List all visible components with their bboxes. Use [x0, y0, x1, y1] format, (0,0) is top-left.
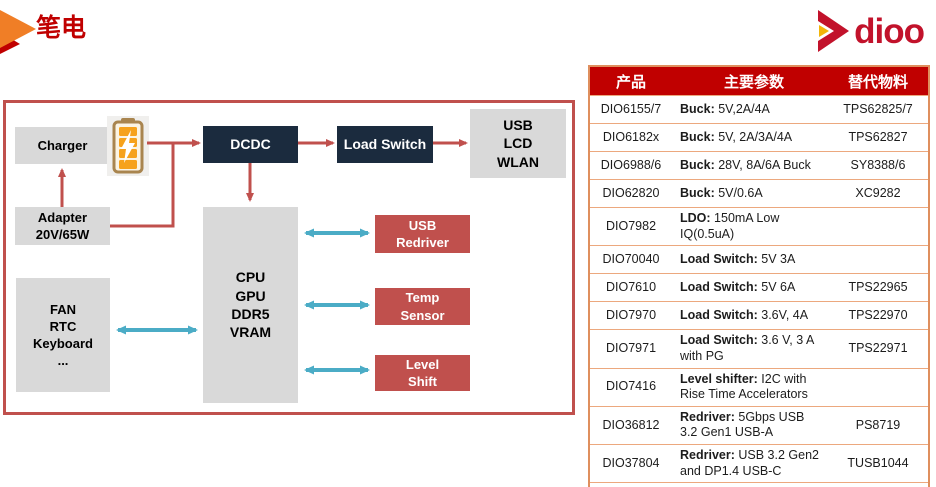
product-cell: DIO7610 [589, 273, 672, 302]
alt-part-cell: XC9282 [828, 179, 929, 208]
param-cell: LDO: 150mA Low IQ(0.5uA) [672, 206, 828, 246]
cpu-block: CPU GPU DDR5 VRAM [203, 207, 298, 403]
alt-part-cell: TPS22965 [828, 273, 929, 302]
col-header-alternative: 替代物料 [828, 66, 929, 96]
title-bullet-arrow-icon [0, 10, 36, 54]
param-cell: Load Switch: 5V 3A [672, 245, 828, 274]
product-cell: DIO7416 [589, 367, 672, 407]
param-cell: Level shifter: I2C with Rise Time Accele… [672, 367, 828, 407]
param-cell: Buck: 5V, 2A/3A/4A [672, 123, 828, 152]
product-cell: DIO6182x [589, 123, 672, 152]
level-shift-block: Level Shift [375, 355, 470, 391]
laptop-power-diagram-frame [3, 100, 575, 415]
temp-sensor-block: Temp Sensor [375, 288, 470, 325]
dioo-logo: dioo [816, 8, 925, 54]
param-cell: Load Switch: 3.6 V, 3 A with PG [672, 329, 828, 368]
col-header-params: 主要参数 [672, 66, 828, 96]
product-cell: DIO70040 [589, 245, 672, 274]
dioo-logo-chevron-icon [818, 10, 850, 52]
param-cell: Buck: 5V,2A/4A [672, 95, 828, 124]
usb-lcd-wlan-block: USB LCD WLAN [470, 109, 566, 178]
alt-part-cell: SY8388/6 [828, 151, 929, 180]
usb-redriver-block: USB Redriver [375, 215, 470, 253]
alt-part-cell: EMC1413 NCT7718W [828, 482, 929, 487]
alt-part-cell [828, 245, 929, 274]
alt-part-cell: PS8719 [828, 405, 929, 445]
product-cell: DIO7982 [589, 206, 672, 246]
product-cell: DIO62820 [589, 179, 672, 208]
product-cell: DIO7971 [589, 329, 672, 368]
table-row: DIO1413Temperature Sensor:EMC1413 NCT771… [589, 482, 929, 487]
alt-part-cell: TPS22971 [828, 329, 929, 368]
product-cell: DIO6988/6 [589, 151, 672, 180]
alt-part-cell [828, 206, 929, 246]
param-cell: Redriver: USB 3.2 Gen2 and DP1.4 USB-C [672, 443, 828, 483]
alt-part-cell: TPS62827 [828, 123, 929, 152]
product-cell: DIO37804 [589, 443, 672, 483]
alt-part-cell: TPS62825/7 [828, 95, 929, 124]
product-cell: DIO6155/7 [589, 95, 672, 124]
alt-part-cell: TUSB1044 [828, 443, 929, 483]
param-cell: Redriver: 5Gbps USB 3.2 Gen1 USB-A [672, 405, 828, 445]
alt-part-cell [828, 367, 929, 407]
dcdc-block: DCDC [203, 126, 298, 163]
battery-icon [107, 116, 149, 176]
param-cell: Load Switch: 5V 6A [672, 273, 828, 302]
page-title: 笔电 [36, 14, 87, 42]
parts-table-header: 产品 主要参数 替代物料 [589, 66, 929, 96]
fan-rtc-keyboard-block: FAN RTC Keyboard ... [16, 278, 110, 392]
param-cell: Buck: 5V/0.6A [672, 179, 828, 208]
product-cell: DIO7970 [589, 301, 672, 330]
adapter-block: Adapter 20V/65W [15, 207, 110, 245]
param-cell: Temperature Sensor: [672, 482, 828, 487]
dioo-logo-text: dioo [854, 11, 925, 51]
param-cell: Load Switch: 3.6V, 4A [672, 301, 828, 330]
product-cell: DIO36812 [589, 405, 672, 445]
param-cell: Buck: 28V, 8A/6A Buck [672, 151, 828, 180]
charger-block: Charger [15, 127, 110, 164]
product-cell: DIO1413 [589, 482, 672, 487]
col-header-product: 产品 [589, 66, 672, 96]
alt-part-cell: TPS22970 [828, 301, 929, 330]
header-row: 产品 主要参数 替代物料 [589, 66, 929, 96]
load-switch-block: Load Switch [337, 126, 433, 163]
